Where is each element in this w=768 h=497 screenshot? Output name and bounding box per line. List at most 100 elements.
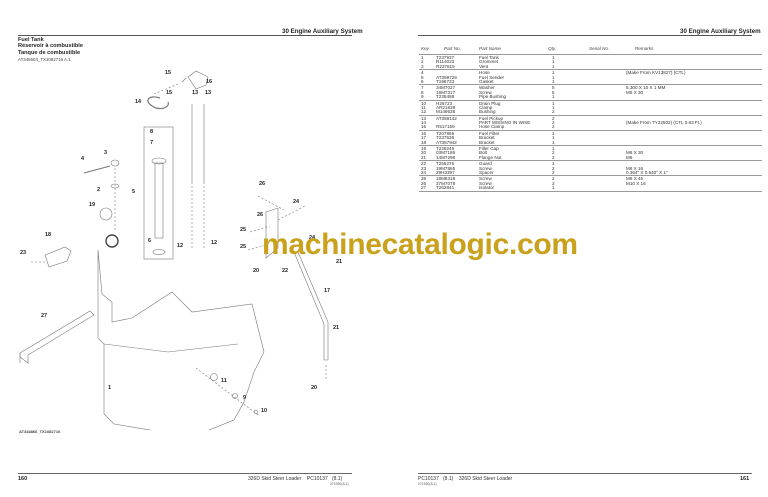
cell-qty: 1 [552,55,555,60]
callout-19: 19 [89,202,96,208]
right-page: 30 Engine Auxiliary System Key Part No. … [384,0,768,497]
cell-part-no: T236498 [436,94,455,100]
callout-12: 12 [177,243,184,249]
cell-qty: 1 [552,100,555,106]
cell-qty: 2 [552,109,555,115]
cell-qty: 2 [552,124,555,130]
cell-part-no: T207865 [436,130,455,136]
cell-part-name: Screw [479,180,492,186]
callout-4: 4 [81,156,85,162]
figure-id-bottom: AT348866_TX1082716 [19,429,61,434]
callout-26: 26 [257,212,264,218]
cell-part-no: R517159 [436,124,455,130]
cell-part-no: T196733 [436,78,455,84]
cell-part-name: Hose [479,70,490,76]
cell-qty: 1 [552,161,555,167]
cell-remarks: 0.364" X 0.540" X 1" [626,169,668,175]
cell-part-name: Isolator [479,185,495,191]
cell-key: 13 [421,115,427,121]
callout-21: 21 [336,259,343,265]
cell-part-no: AT357942 [436,139,457,145]
title-fr: Réservoir à combustible [18,43,83,50]
cell-remarks: M8 X 45 [626,176,644,182]
page-number: 160 [18,476,28,482]
cell-key: 10 [421,100,427,106]
callout-26: 26 [259,181,266,187]
cell-part-name: Clamp [479,104,493,110]
callout-3: 3 [104,150,108,156]
cell-qty: 1 [552,130,555,136]
cell-remarks: M10 X 16 [626,180,646,186]
cell-qty: 2 [552,120,555,126]
cell-part-no: 14M7298 [436,154,456,160]
footer-sub: 071930(A.1) [418,482,437,486]
cell-remarks: (Make From TY22502) (CTL 0.83 Ft.) [626,120,702,126]
header-part-name: Part Name [479,46,501,51]
figure-id: AT345604_TX1082716 A.1 [18,57,71,62]
cell-qty: 1 [552,63,555,69]
cell-key: 27 [421,185,427,191]
cell-part-no: AT359142 [436,115,457,121]
callout-22: 22 [282,268,289,274]
callout-18: 18 [45,232,52,238]
cell-remarks: M8 X 30 [626,150,644,156]
cell-qty: 2 [552,165,555,171]
cell-part-name: Bushing [479,109,496,115]
watermark: machinecatalogic.com [262,228,578,261]
cell-key: 6 [421,78,424,84]
cell-key: 11 [421,104,426,110]
callout-5: 5 [132,189,136,195]
cell-key: 7 [421,85,424,91]
figure-title: Fuel Tank Réservoir à combustible Tanque… [18,37,83,56]
callout-17: 17 [324,288,331,294]
fuel-tank-exploded-diagram [19,70,329,430]
cell-remarks: M8 [626,154,633,160]
cell-part-name: Pipe Bushing [479,94,507,100]
cell-part-no: T228246 [436,146,455,152]
cell-qty: 1 [552,78,555,84]
cell-qty: 2 [552,115,555,121]
cell-part-no: AT359729 [436,74,457,80]
cell-key: 14 [421,120,427,126]
cell-remarks: M5 X 30 [626,89,644,95]
callout-8: 8 [150,129,154,135]
section-title: 30 Engine Auxiliary System [282,28,363,35]
cell-part-no: 34M7027 [436,85,456,91]
callout-20: 20 [253,268,260,274]
cell-remarks: 5.300 X 10 X 1 MM [626,85,666,91]
callout-2: 2 [97,187,101,193]
callout-24: 24 [293,199,300,205]
callout-15: 15 [166,90,173,96]
cell-part-no: AR21839 [436,104,456,110]
cell-key: 19 [421,146,427,152]
cell-part-no: T237536 [436,135,455,141]
cell-key: 2 [421,59,424,65]
cell-part-name: Screw [479,176,492,182]
callout-9: 9 [243,395,247,401]
cell-qty: 5 [552,89,555,95]
table-header: Key Part No. Part Name Qty. Serial No. R… [419,44,762,54]
cell-key: 18 [421,139,427,145]
cell-part-no: R237815 [436,63,455,69]
cell-part-name: Bracket [479,139,495,145]
cell-key: 21 [421,154,427,160]
title-es: Tanque de combustible [18,49,81,56]
cell-remarks: (Make From KV13827) (CTL) [626,70,686,76]
